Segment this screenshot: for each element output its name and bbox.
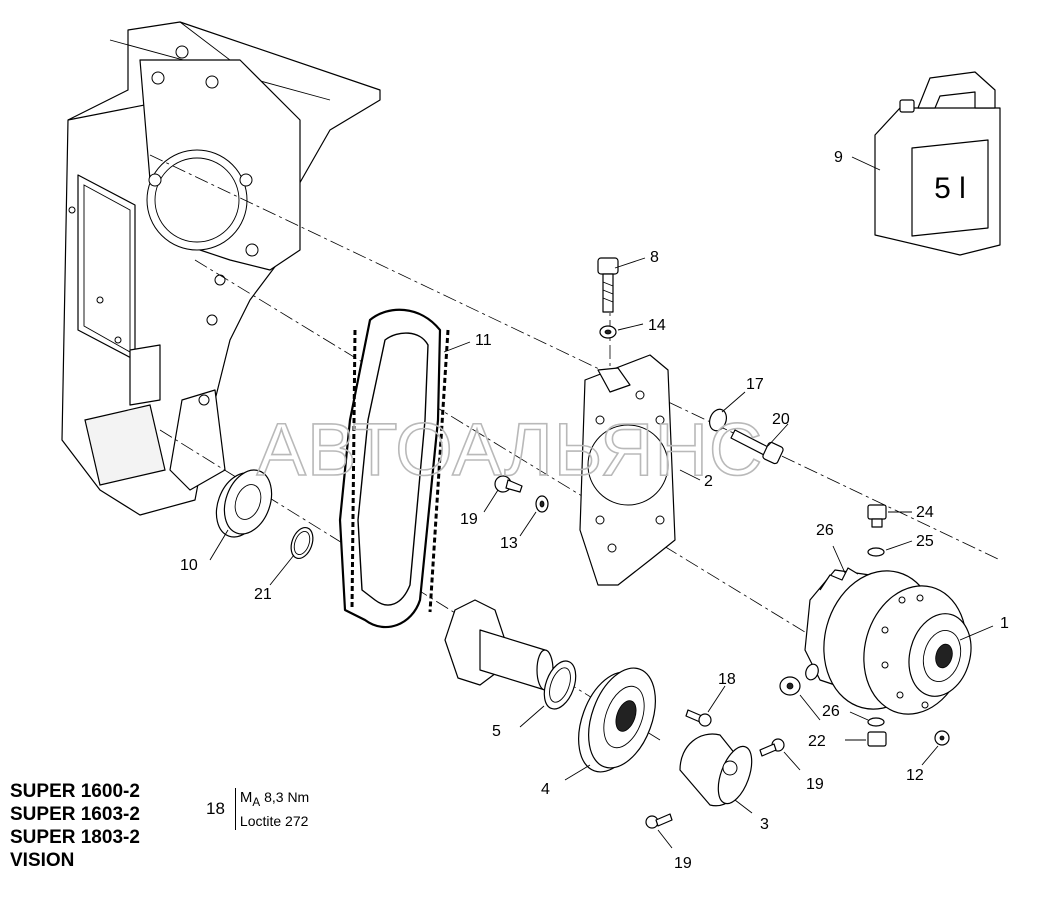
part-14-nut (599, 325, 617, 339)
callout-5: 5 (492, 723, 501, 740)
callout-19b: 19 (674, 855, 692, 872)
model-item: SUPER 1600-2 (10, 781, 140, 802)
part-3-hub (679, 733, 753, 807)
callout-22: 21 (254, 586, 272, 603)
torque-spec-details: MA 8,3 Nm Loctite 272 (234, 788, 309, 830)
torque-symbol: M (239, 789, 253, 806)
callout-11: 11 (475, 332, 492, 349)
part-22-circlip (290, 526, 314, 560)
callout-10: 10 (180, 557, 198, 574)
callout-1: 1 (1000, 615, 1009, 632)
part-19-screw-upper (759, 738, 785, 757)
torque-subscript: A (252, 795, 261, 809)
part-2-mounting-plate (579, 354, 676, 586)
part-19-screw-lower (645, 813, 673, 829)
torque-ref-number: 18 (206, 798, 225, 818)
part-17-washer (708, 408, 728, 432)
callout-27: 26 (816, 522, 834, 539)
part-24-plug (867, 731, 887, 747)
model-item: VISION (10, 850, 75, 871)
container-volume-label: 5 l (934, 172, 966, 205)
model-item: SUPER 1603-2 (10, 804, 140, 825)
part-18-screw (685, 709, 712, 727)
part-26-seal-ring-lower (867, 717, 885, 727)
callout-3: 3 (760, 816, 769, 833)
part-4-flange-bearing (578, 667, 656, 773)
watermark-text: АВТОАЛЬЯНС (257, 408, 764, 491)
part-26-seal-ring-upper (867, 547, 885, 557)
callout-4: 4 (541, 781, 550, 798)
part-10-bearing (215, 469, 273, 538)
sprocket-shaft (444, 599, 554, 691)
part-12-plug (934, 730, 950, 746)
part-25-breather (867, 504, 887, 528)
torque-spec: 18 MA 8,3 Nm Loctite 272 (206, 788, 309, 830)
callout-14: 14 (648, 317, 666, 334)
callout-12: 12 (906, 767, 924, 784)
model-item: SUPER 1803-2 (10, 827, 140, 848)
model-list: SUPER 1600-2 SUPER 1603-2 SUPER 1803-2 V… (10, 780, 140, 872)
callout-25: 24 (916, 504, 934, 521)
callout-21: 20 (772, 411, 790, 428)
callout-13: 13 (500, 535, 518, 552)
callout-20: 19 (460, 511, 478, 528)
part-20-screw (494, 475, 523, 493)
callout-26a: 25 (916, 533, 934, 550)
part-number-callouts: 9 8 14 11 17 20 2 19 13 10 21 24 25 26 1… (180, 149, 1009, 872)
part-27-sprocket (819, 567, 859, 591)
torque-value-line: MA 8,3 Nm (240, 788, 309, 812)
callout-17: 17 (746, 376, 764, 393)
part-1-gear-motor (804, 569, 972, 715)
part-13-washer (535, 495, 549, 513)
callout-24: 22 (808, 733, 826, 750)
callout-2: 2 (704, 473, 713, 490)
part-11-roller-chain (338, 308, 450, 629)
frame-housing (61, 21, 381, 516)
adhesive-line: Loctite 272 (239, 812, 309, 829)
leader-lines (209, 156, 994, 849)
part-21-bolt (730, 429, 784, 465)
callout-8: 8 (650, 249, 659, 266)
callout-18: 18 (718, 671, 736, 688)
part-5-washer (543, 660, 577, 710)
callout-26b: 26 (822, 703, 840, 720)
torque-value: 8,3 Nm (264, 789, 310, 805)
part-9-oil-container: 5 l (874, 71, 1001, 256)
plug-small (779, 663, 819, 696)
part-8-bolt (597, 257, 619, 313)
callout-9: 9 (834, 149, 843, 166)
callout-19a: 19 (806, 776, 824, 793)
